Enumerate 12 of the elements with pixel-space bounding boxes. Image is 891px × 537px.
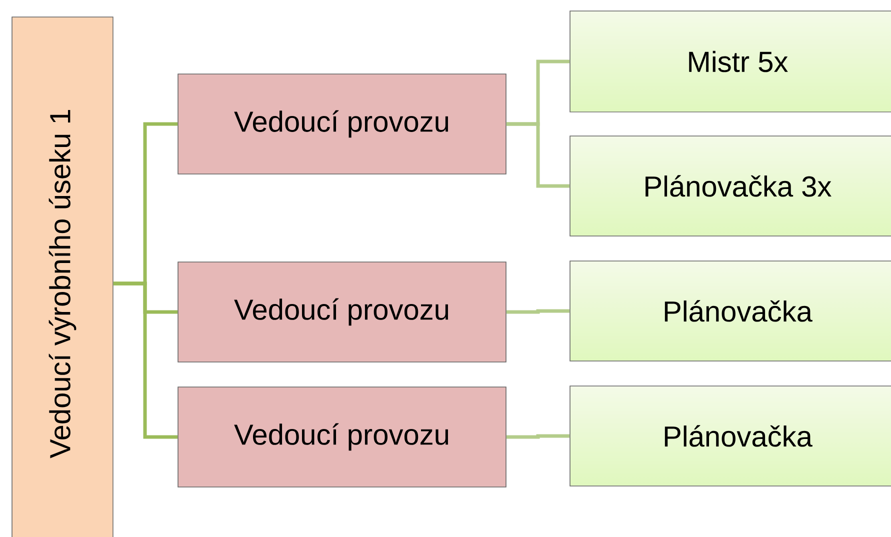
staff-box: Mistr 5x [570,10,891,112]
manager-box: Vedoucí provozu [178,386,506,488]
staff-box: Plánovačka [570,386,891,486]
connector-line [113,282,178,439]
manager-box: Vedoucí provozu [178,74,506,174]
connector-line [506,122,570,188]
department-head-box: Vedoucí výrobního úseku 1 [12,16,114,537]
manager-box: Vedoucí provozu [178,262,506,362]
staff-box: Plánovačka [570,260,891,362]
staff-box: Plánovačka 3x [570,136,891,236]
connector-line [506,434,570,439]
connector-line [506,309,570,314]
